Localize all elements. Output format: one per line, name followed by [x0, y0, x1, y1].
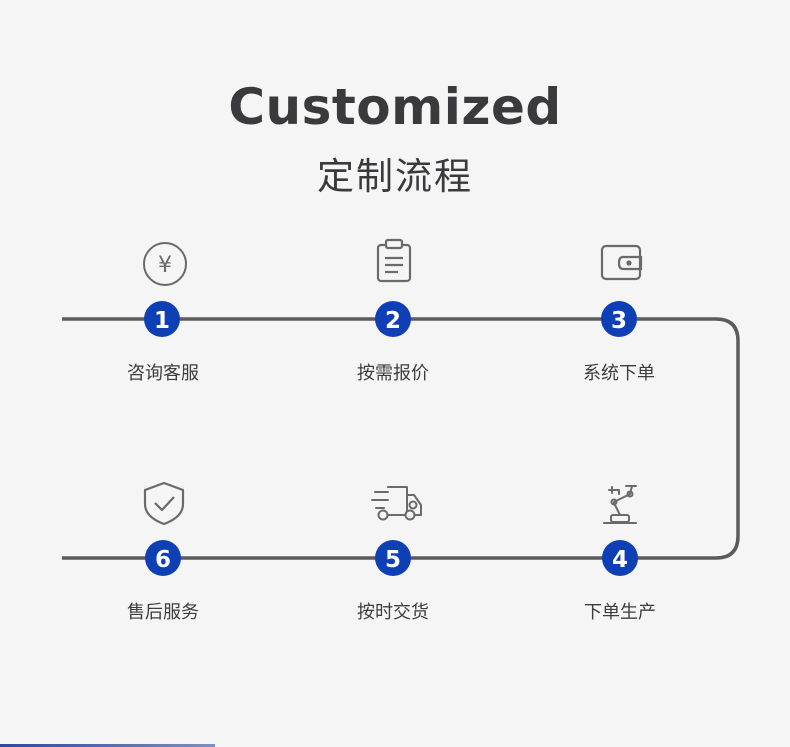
flow-connector-line: [62, 317, 740, 560]
step-number-6: 6: [155, 547, 171, 573]
step-badge-1: 1: [144, 301, 180, 337]
step-number-5: 5: [385, 547, 401, 573]
step-badge-5: 5: [375, 540, 411, 576]
page-subtitle: 定制流程: [317, 155, 473, 198]
page-title: Customized: [228, 78, 562, 136]
yen-coin-icon: ¥: [143, 242, 187, 286]
step-badge-6: 6: [145, 540, 181, 576]
wallet-icon: [600, 244, 643, 281]
bottom-accent-bar: [0, 744, 215, 747]
delivery-truck-icon: [371, 486, 422, 521]
robot-arm-icon: [603, 485, 637, 524]
step-label-1: 咨询客服: [127, 363, 199, 384]
step-number-4: 4: [612, 547, 628, 573]
step-label-6: 售后服务: [127, 602, 199, 623]
step-label-4: 下单生产: [584, 602, 656, 623]
step-label-5: 按时交货: [357, 602, 429, 623]
step-number-1: 1: [154, 308, 170, 334]
clipboard-icon: [376, 238, 412, 283]
step-badge-3: 3: [601, 301, 637, 337]
shield-check-icon: [143, 481, 185, 526]
step-badge-2: 2: [375, 301, 411, 337]
step-label-2: 按需报价: [357, 363, 429, 384]
step-label-3: 系统下单: [583, 363, 655, 384]
step-badge-4: 4: [602, 540, 638, 576]
step-number-2: 2: [385, 308, 401, 334]
step-number-3: 3: [611, 308, 627, 334]
yen-glyph: ¥: [158, 253, 172, 278]
